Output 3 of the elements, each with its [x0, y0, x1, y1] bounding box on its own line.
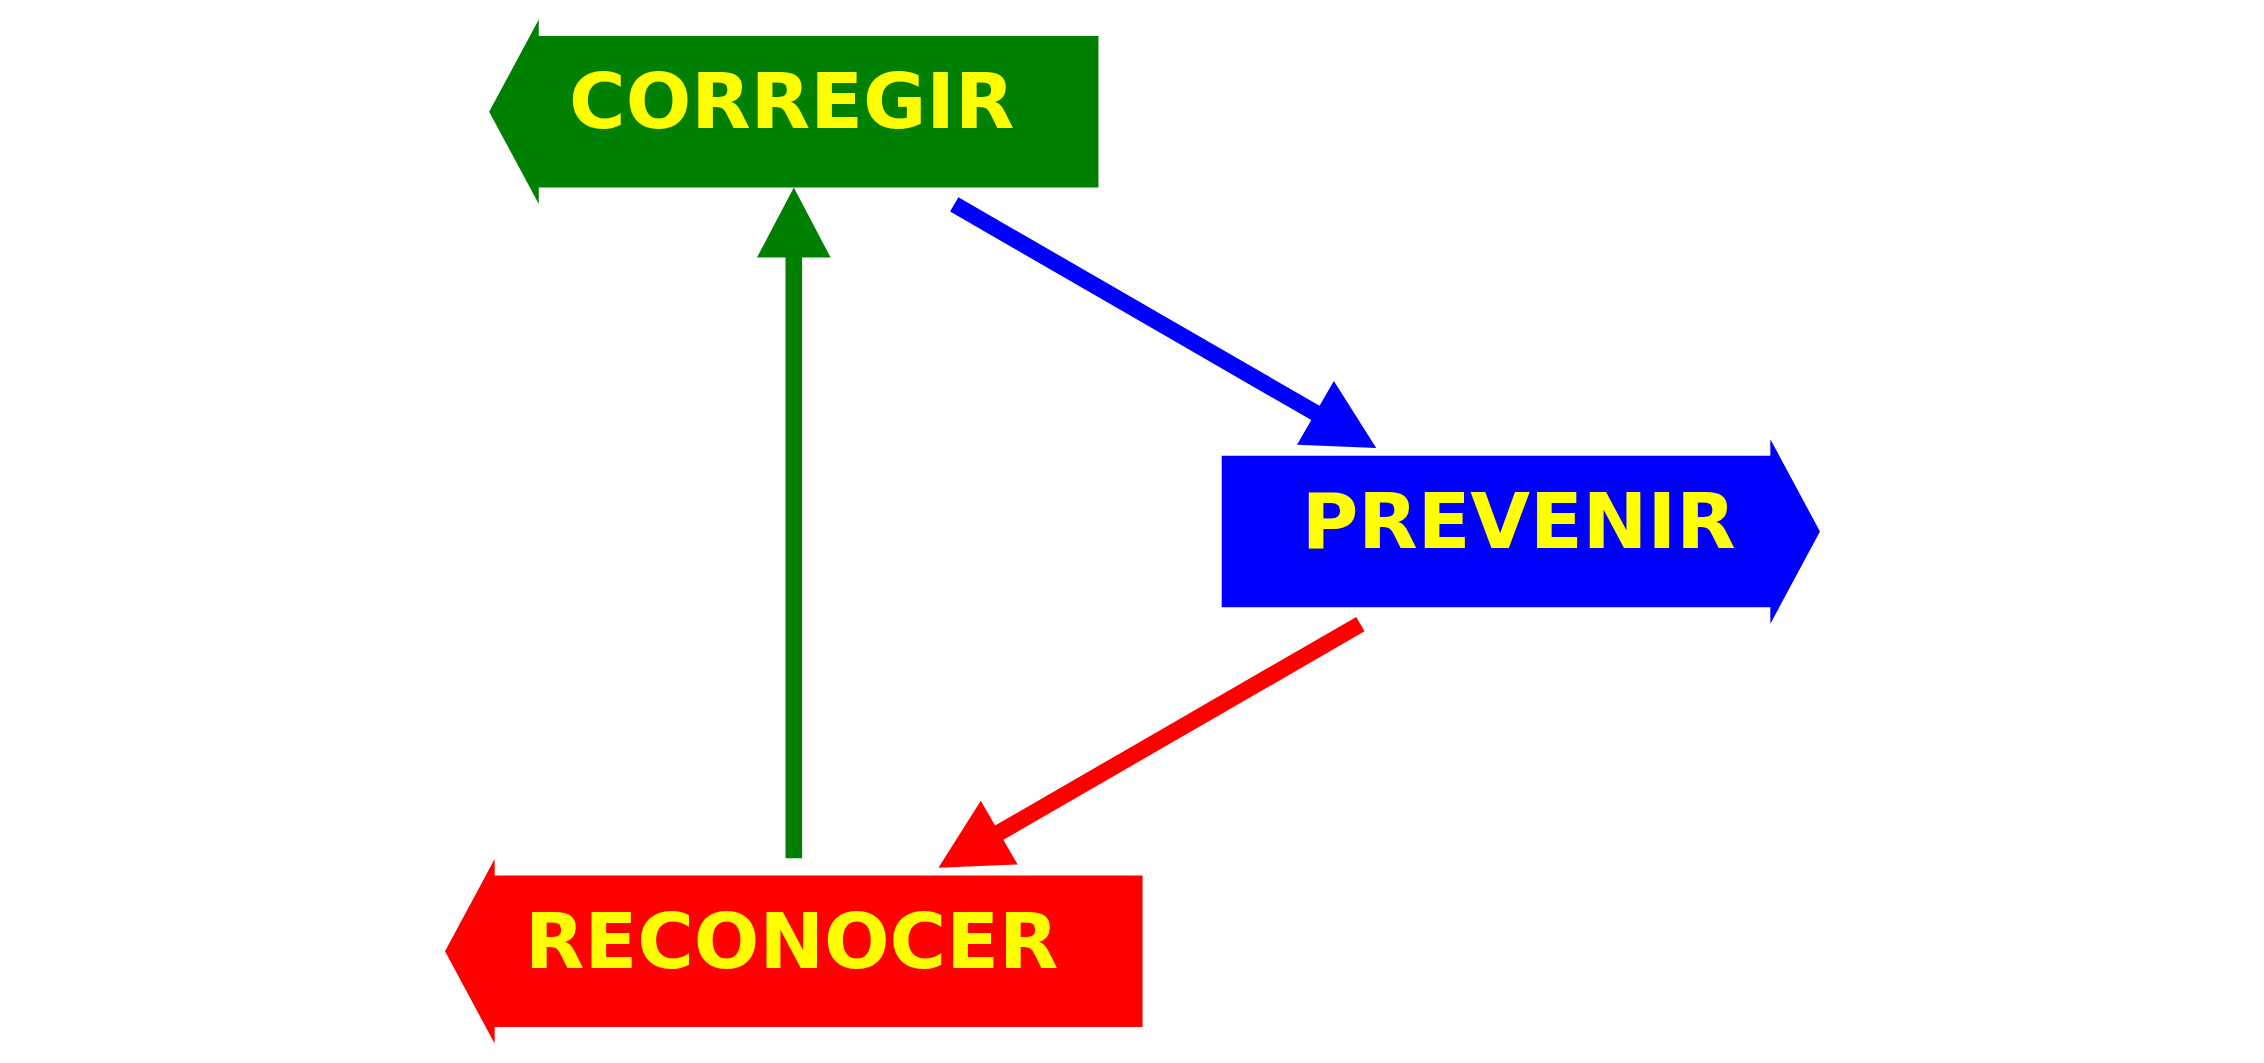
arrow [937, 616, 1365, 868]
arrow [949, 197, 1376, 448]
arrow [756, 187, 831, 859]
